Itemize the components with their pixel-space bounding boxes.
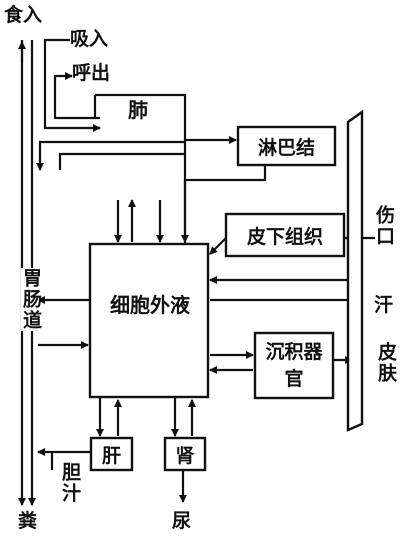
- label-wound: 伤口: [373, 205, 395, 247]
- lymph-to-ecf-path: [181, 165, 267, 243]
- label-food-in: 食入: [4, 4, 43, 26]
- inhale-path: [43, 38, 101, 132]
- subcutaneous-box: [224, 212, 346, 258]
- label-skin: 皮肤: [375, 342, 397, 384]
- deposit-organ-box: [253, 331, 335, 400]
- exhale-path: [53, 72, 100, 120]
- label-lung: 肺: [128, 98, 148, 122]
- liver-box: [89, 436, 134, 472]
- gut-to-lung-path: [58, 152, 185, 170]
- label-bile: 胆汁: [59, 462, 81, 504]
- subcut-to-ecf-arrow: [209, 237, 227, 255]
- kidney-box: [163, 436, 207, 472]
- lung-to-gut-path: [36, 140, 185, 171]
- skin-slab: [346, 109, 364, 432]
- label-liver: 肝: [101, 444, 121, 467]
- label-feces: 粪: [18, 510, 38, 532]
- label-inhale: 吸入: [70, 28, 109, 50]
- label-kidney: 肾: [175, 444, 195, 467]
- label-exhale: 呼出: [72, 62, 111, 84]
- label-urine: 尿: [172, 510, 192, 532]
- label-deposit-organ: 沉积器官: [265, 341, 323, 390]
- lymph-box: [236, 125, 337, 167]
- label-lymph: 淋巴结: [257, 136, 315, 159]
- ecf-box: [88, 242, 210, 399]
- label-gut: 胃肠道: [20, 268, 42, 331]
- label-sweat: 汗: [374, 294, 394, 316]
- label-ecf: 细胞外液: [110, 293, 190, 317]
- label-subcutaneous: 皮下组织: [246, 225, 323, 248]
